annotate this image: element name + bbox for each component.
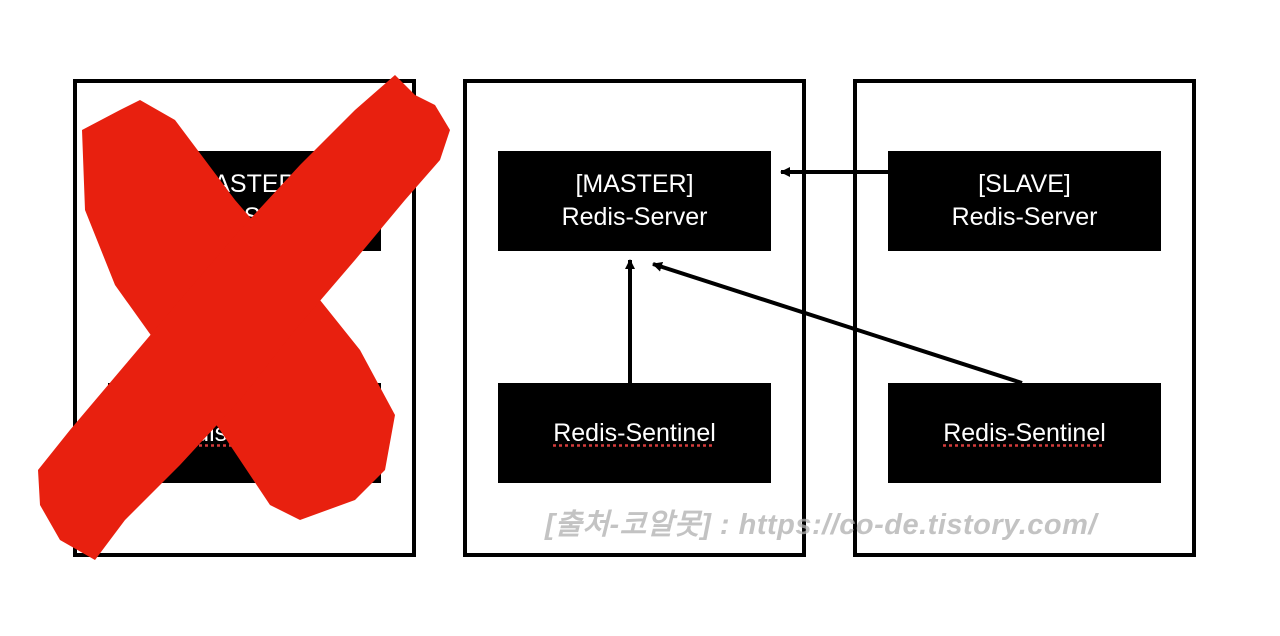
right-slave-redis-server: [SLAVE] Redis-Server (888, 151, 1161, 251)
middle-redis-sentinel: Redis-Sentinel (498, 383, 771, 483)
node-role-label: [MASTER] (185, 170, 304, 198)
sentinel-label: Redis-Sentinel (163, 418, 326, 447)
node-name-label: Redis-Server (561, 203, 708, 231)
sentinel-label: Redis-Sentinel (553, 418, 716, 447)
node-name-label: Redis-Server (171, 203, 318, 231)
left-master-redis-server: [MASTER] Redis-Server (108, 151, 381, 251)
left-redis-sentinel: Redis-Sentinel (108, 383, 381, 483)
node-role-label: [SLAVE] (978, 170, 1071, 198)
node-role-label: [MASTER] (575, 170, 694, 198)
sentinel-label: Redis-Sentinel (943, 418, 1106, 447)
right-redis-sentinel: Redis-Sentinel (888, 383, 1161, 483)
middle-master-redis-server: [MASTER] Redis-Server (498, 151, 771, 251)
source-watermark: [출처-코알못] : https://co-de.tistory.com/ (545, 509, 1097, 541)
node-name-label: Redis-Server (951, 203, 1098, 231)
